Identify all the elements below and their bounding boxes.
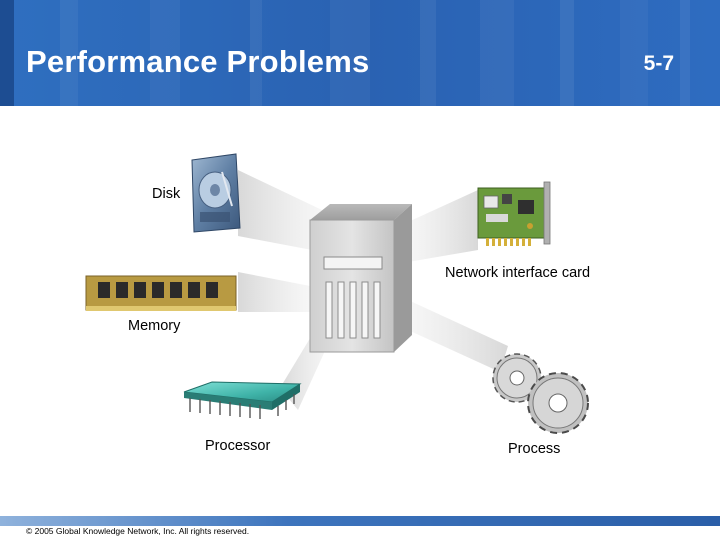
- processor-label: Processor: [205, 438, 271, 454]
- process-label: Process: [508, 441, 561, 457]
- title-banner: Performance Problems 5-7: [0, 0, 720, 106]
- banner-accent-bar: [0, 0, 14, 106]
- network-card-label: Network interface card: [445, 265, 591, 281]
- memory-label: Memory: [128, 318, 181, 334]
- beam-nic: [408, 190, 478, 262]
- cpu-chip-icon: [183, 381, 302, 419]
- disk-label: Disk: [152, 186, 181, 202]
- beam-memory: [238, 272, 310, 312]
- memory-module-icon: [85, 275, 237, 311]
- connection-beams: [238, 170, 508, 410]
- slide-number: 5-7: [643, 52, 674, 75]
- gears-icon: [492, 353, 589, 434]
- footer-bar: [0, 516, 720, 526]
- hard-disk-icon: [191, 153, 241, 233]
- beam-disk: [238, 170, 322, 250]
- banner-stripes: [60, 0, 690, 106]
- copyright-notice: © 2005 Global Knowledge Network, Inc. Al…: [26, 526, 250, 536]
- slide-title: Performance Problems: [26, 44, 370, 79]
- network-card-icon: [477, 181, 551, 246]
- server-tower-icon: [309, 204, 412, 353]
- diagram-canvas: [85, 153, 589, 434]
- beam-process: [408, 300, 508, 372]
